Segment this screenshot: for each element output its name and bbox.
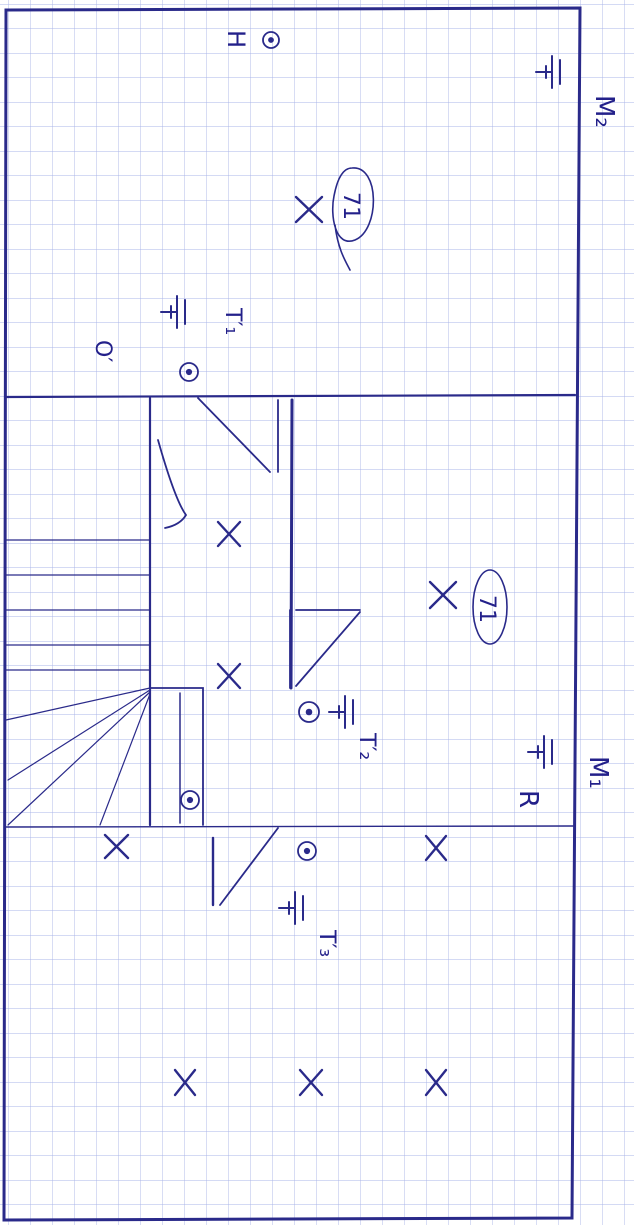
switch-symbol [180,790,200,810]
corridor-wall [289,398,294,690]
switch-symbol [297,841,317,861]
circle-71-middle [472,569,508,645]
light-point [103,833,130,860]
light-point [173,1068,197,1097]
cupboard-outline [149,687,204,826]
switch-symbol [262,31,280,49]
socket-symbol [160,295,186,329]
label-t1-prime: T′₁ [220,307,245,335]
switch-symbol [298,701,320,723]
light-point [424,1068,448,1097]
label-h: H [222,30,250,48]
socket-symbol [535,55,561,89]
light-point [216,520,242,548]
light-point [216,662,242,690]
door-swing-bottom [219,827,279,906]
label-t3-prime: T′₃ [314,929,339,957]
room-outline [2,6,582,1222]
light-point [424,834,448,862]
label-o-prime: O′ [90,340,115,362]
stair-handrail-arc [157,439,188,529]
label-t2-prime: T′₂ [354,732,379,760]
door-swing-top [197,397,279,473]
label-circled-71-middle: 71 [474,595,499,623]
socket-symbol [328,695,354,729]
circle-71-top [331,167,375,271]
switch-symbol [179,362,199,382]
room-divider-upper [3,393,577,399]
socket-symbol [527,735,553,769]
door-swing-middle [295,609,361,687]
room-divider-lower [4,825,574,828]
label-m1: M₁ [583,756,613,789]
label-circled-71-top: 71 [338,192,363,220]
label-r: R [513,790,543,808]
light-point [298,1068,324,1097]
stair-steps [5,539,151,826]
light-point [428,580,458,610]
label-m2: M₂ [589,95,619,128]
socket-symbol [278,891,304,925]
light-point [294,195,324,224]
